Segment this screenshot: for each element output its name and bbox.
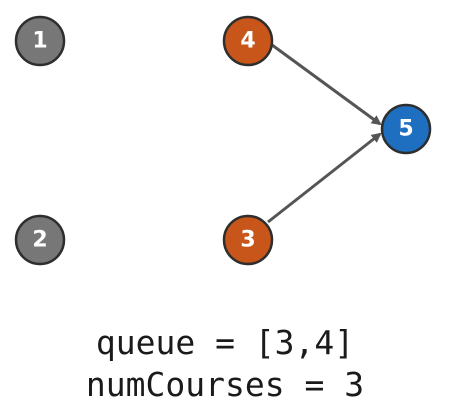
- node-2: 2: [14, 214, 66, 266]
- queue-state-text: queue = [3,4]: [95, 323, 355, 362]
- node-5-label: 5: [398, 117, 413, 142]
- node-1: 1: [14, 15, 66, 67]
- node-4: 4: [222, 15, 274, 67]
- num-courses-state-text: numCourses = 3: [85, 365, 365, 404]
- node-1-circle: [14, 15, 66, 67]
- node-5-circle: [380, 103, 432, 155]
- node-5: 5: [380, 103, 432, 155]
- node-3: 3: [222, 214, 274, 266]
- node-3-circle: [222, 214, 274, 266]
- node-4-label: 4: [240, 29, 255, 54]
- edge-3-to-5: [267, 132, 382, 224]
- node-2-label: 2: [32, 228, 47, 253]
- node-2-circle: [14, 214, 66, 266]
- edge-4-to-5: [267, 40, 382, 126]
- node-1-label: 1: [32, 29, 47, 54]
- course-dependency-graph: 1 2 3 4 5: [14, 15, 432, 266]
- node-4-circle: [222, 15, 274, 67]
- node-3-label: 3: [240, 228, 255, 253]
